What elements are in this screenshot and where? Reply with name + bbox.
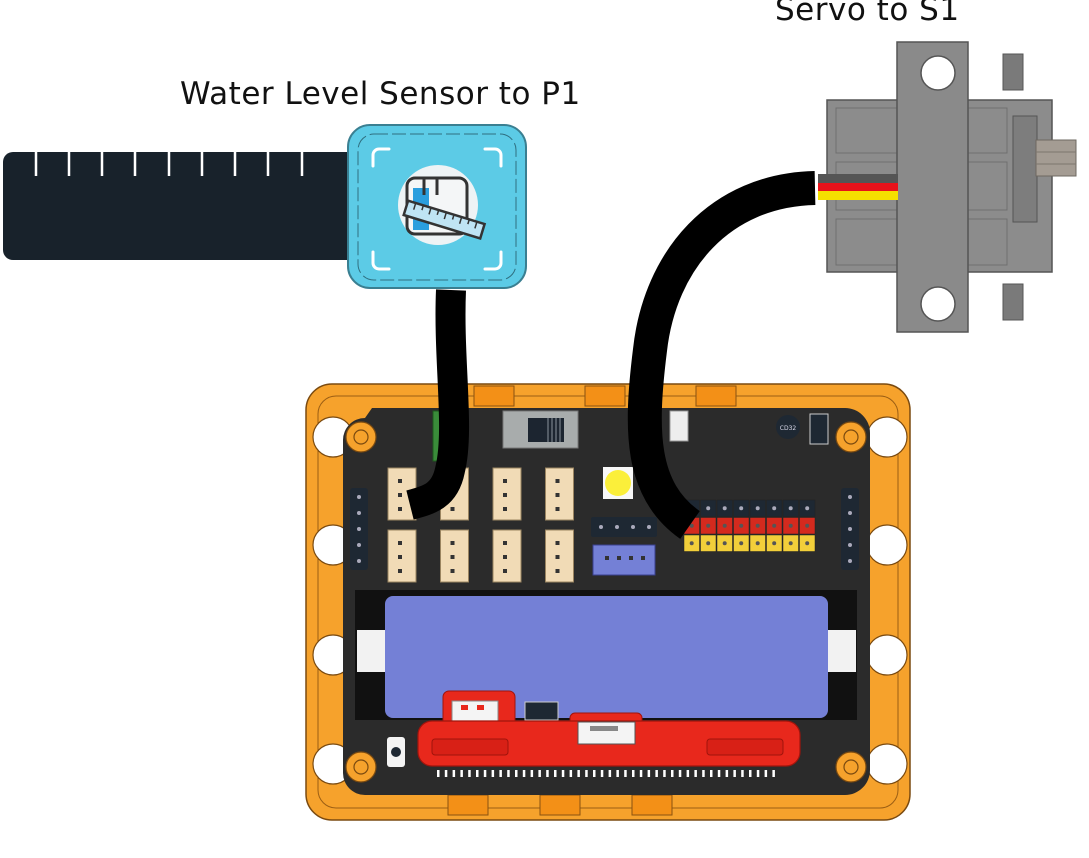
servo-header-pin	[766, 517, 783, 535]
servo-header-pin	[799, 534, 816, 552]
edge-pin	[460, 770, 463, 777]
ruler-water-icon	[398, 165, 487, 245]
edge-pin	[678, 770, 682, 777]
servo-cable	[627, 171, 816, 539]
side-header-left	[350, 488, 368, 570]
edge-pin	[600, 770, 604, 777]
servo-mount-bar	[896, 41, 969, 333]
edge-pin	[546, 770, 549, 777]
sensor-cable	[406, 289, 470, 520]
sensor-port[interactable]	[440, 529, 469, 583]
edge-pin	[647, 770, 651, 777]
servo-header-pin	[683, 534, 700, 552]
servo-header-pin	[799, 517, 816, 535]
servo-header-pin	[749, 499, 766, 517]
servo-wire-red	[818, 183, 898, 192]
edge-pin	[468, 770, 471, 777]
usb-port	[577, 721, 636, 745]
edge-pin	[577, 770, 580, 777]
sensor-port[interactable]	[545, 529, 574, 583]
inductor-chip	[776, 415, 800, 439]
servo-wire-yellow	[818, 191, 898, 200]
servo-header-pin	[700, 499, 717, 517]
edge-pin	[554, 770, 557, 777]
edge-pin	[483, 770, 487, 777]
edge-pin	[639, 770, 643, 777]
edge-pin	[663, 770, 666, 777]
edge-pin	[452, 770, 456, 777]
edge-connector	[437, 770, 775, 777]
edge-pin	[655, 770, 658, 777]
edge-pin	[561, 770, 565, 777]
edge-pin	[437, 770, 440, 777]
battery	[385, 596, 828, 718]
edge-pin	[585, 770, 588, 777]
edge-pin	[624, 770, 627, 777]
edge-pin	[632, 770, 635, 777]
servo-header-pin	[716, 517, 733, 535]
servo-header-pin	[766, 499, 783, 517]
water-level-sensor	[3, 124, 527, 289]
servo-header-pin	[782, 534, 799, 552]
edge-pin	[608, 770, 612, 777]
chip-label: CD32	[780, 425, 797, 432]
servo-header-pin	[716, 534, 733, 552]
edge-pin	[507, 770, 510, 777]
servo-mount-hole	[920, 286, 956, 322]
edge-pin	[710, 770, 713, 777]
sensor-port[interactable]	[545, 467, 574, 521]
servo-header-pin	[733, 517, 750, 535]
edge-pin	[530, 770, 534, 777]
edge-pin	[702, 770, 705, 777]
edge-pin	[593, 770, 596, 777]
servo-header-pin	[733, 534, 750, 552]
edge-pin	[616, 770, 619, 777]
servo-header-pin	[782, 517, 799, 535]
corner-marks	[371, 147, 503, 271]
sensor-port[interactable]	[492, 529, 522, 583]
edge-pin	[686, 770, 690, 777]
edge-pin	[756, 770, 760, 777]
edge-pin	[444, 770, 448, 777]
side-header-right	[841, 488, 859, 570]
servo-header-pin	[799, 499, 816, 517]
servo-header-pin	[749, 534, 766, 552]
edge-pin	[694, 770, 697, 777]
edge-pin	[772, 770, 775, 777]
edge-pin	[725, 770, 729, 777]
sensor-port[interactable]	[387, 529, 417, 583]
edge-pin	[538, 770, 541, 777]
edge-pin	[491, 770, 495, 777]
servo-connection-label: Servo to S1	[775, 0, 960, 28]
edge-pin	[764, 770, 768, 777]
edge-pin	[717, 770, 721, 777]
servo-shaft	[1035, 139, 1077, 177]
edge-pin	[741, 770, 744, 777]
sensor-port[interactable]	[492, 467, 522, 521]
edge-pin	[476, 770, 479, 777]
servo-header-pin	[700, 534, 717, 552]
edge-pin	[733, 770, 736, 777]
servo-header-pin	[782, 499, 799, 517]
servo-header-pin	[700, 517, 717, 535]
servo-motor	[818, 41, 1077, 333]
edge-pin	[749, 770, 752, 777]
edge-pin	[499, 770, 502, 777]
edge-pin	[671, 770, 674, 777]
servo-header-pin	[733, 499, 750, 517]
edge-pin	[522, 770, 526, 777]
i2c-header	[591, 517, 657, 537]
servo-header-pin	[716, 499, 733, 517]
servo-header-pin	[749, 517, 766, 535]
servo-mount-hole	[920, 55, 956, 91]
probe-tick-marks	[34, 152, 304, 176]
sensor-probe	[3, 152, 375, 260]
servo-header-pin	[766, 534, 783, 552]
sensor-connection-label: Water Level Sensor to P1	[180, 76, 581, 112]
edge-pin	[515, 770, 518, 777]
expansion-board: CD32	[343, 408, 870, 795]
microbit-board	[417, 690, 801, 777]
edge-pin	[569, 770, 573, 777]
blue-connector	[592, 544, 656, 576]
